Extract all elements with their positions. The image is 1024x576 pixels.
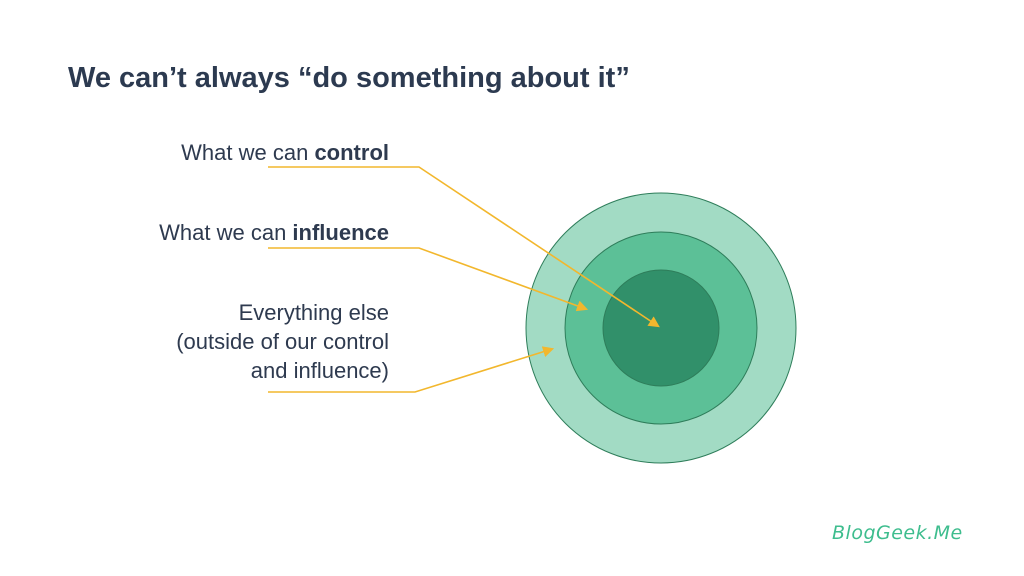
label-influence-prefix: What we can <box>159 220 293 245</box>
label-everything-else-line1: Everything else <box>238 300 389 325</box>
label-influence-emphasis: influence <box>292 220 389 245</box>
label-control-emphasis: control <box>314 140 389 165</box>
label-control: What we can control <box>181 138 389 167</box>
slide-title: We can’t always “do something about it” <box>68 62 630 94</box>
connector-everything-else-arrow <box>268 346 555 393</box>
blog-logo: BlogGeek.Me <box>832 522 963 544</box>
label-control-prefix: What we can <box>181 140 315 165</box>
inner-circle-control <box>602 269 720 387</box>
connector-control-arrow <box>268 166 660 328</box>
connector-lines <box>268 166 660 393</box>
connector-influence-arrow <box>268 247 589 312</box>
label-everything-else-line2: (outside of our control <box>176 329 389 354</box>
label-influence: What we can influence <box>159 218 389 247</box>
label-everything-else-line3: and influence) <box>250 358 389 383</box>
label-everything-else: Everything else (outside of our control … <box>176 298 389 385</box>
